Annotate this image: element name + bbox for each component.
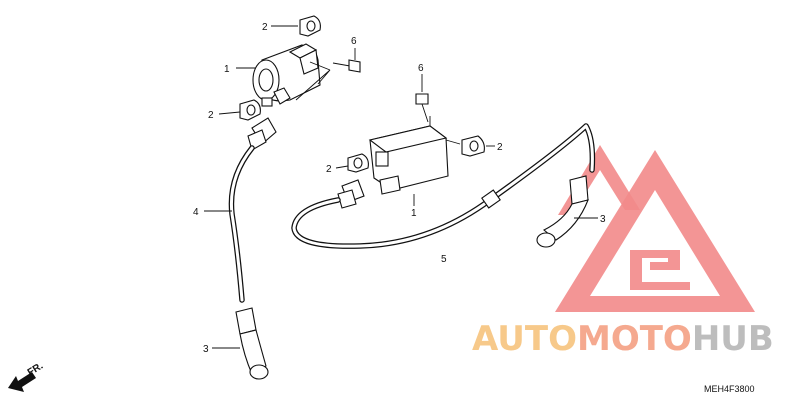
callout-3-right: 3 [600,214,606,225]
callout-4: 4 [193,207,199,218]
callout-6-right: 6 [418,63,424,74]
clip-upper-left [299,15,321,37]
left-ignition-coil [252,43,331,107]
high-tension-cable-5 [291,123,596,249]
callout-1-left: 1 [224,64,230,75]
leader-lines [204,25,598,349]
diagram-code: MEH4F3800 [704,384,755,394]
left-plug-boot [247,117,277,151]
bolt-right [415,93,429,123]
callout-2-mid: 2 [208,110,214,121]
right-plug-boot [337,179,365,209]
watermark-text-moto: MOTO [577,319,692,359]
callout-2-left-of-coil: 2 [326,164,332,175]
watermark-g-mark [630,250,690,290]
callout-2-right: 2 [497,142,503,153]
callout-3-left: 3 [203,344,209,355]
right-ignition-coil [368,116,461,195]
watermark-triangle [555,150,755,312]
spark-plug-cap-left [235,307,269,380]
spark-plug-cap-right [536,175,589,248]
callout-2-top: 2 [262,22,268,33]
front-direction-arrow: FR. [8,361,45,392]
clip-right [461,135,485,157]
clip-mid-left [239,99,261,121]
clip-left-of-right-coil [347,153,369,173]
watermark-text-auto: AUTO [472,319,577,359]
high-tension-cable-4 [228,145,255,303]
callouts: 2 1 6 2 4 3 6 2 2 1 5 3 [193,22,606,355]
bolt-left [332,59,361,73]
callout-5: 5 [441,254,447,265]
watermark-text-hub: HUB [692,319,774,359]
callout-1-right: 1 [411,208,417,219]
svg-text:AUTOMOTOHUB: AUTOMOTOHUB [472,319,774,359]
callout-6-left: 6 [351,36,357,47]
